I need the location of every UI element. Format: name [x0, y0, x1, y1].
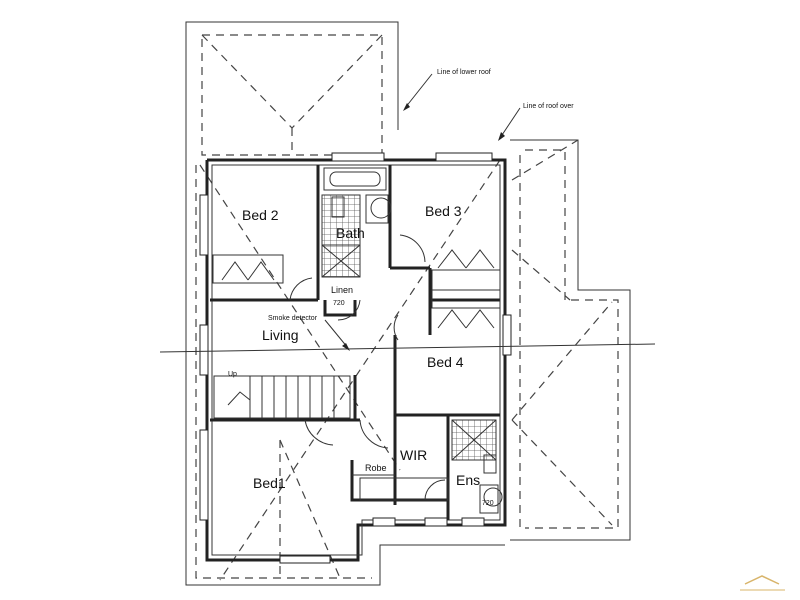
room-label-wir: WIR: [400, 447, 427, 463]
room-label-linen: Linen: [331, 285, 353, 295]
section-line: [159, 343, 656, 353]
roof-over-label: Line of roof over: [523, 103, 574, 110]
room-label-robe: Robe: [365, 463, 387, 473]
ens-dimension: 720: [482, 500, 494, 507]
room-label-bed4: Bed 4: [427, 354, 464, 370]
linen-dimension: 720: [333, 300, 345, 307]
room-label-ens: Ens: [456, 472, 480, 488]
room-label-living: Living: [262, 327, 299, 343]
smoke-detector-label: Smoke detector: [268, 315, 318, 322]
ensuite-fixtures: [451, 419, 503, 514]
windows: [199, 152, 512, 564]
annotation-leaders: [324, 73, 521, 351]
upper-roof-outline: [185, 21, 399, 160]
room-label-bed1: Bed1: [253, 475, 286, 491]
interior-walls: [210, 165, 500, 520]
room-label-bed3: Bed 3: [425, 203, 462, 219]
bath-fixtures: [321, 167, 392, 278]
doors: [289, 234, 446, 501]
lower-roof-label: Line of lower roof: [437, 69, 491, 76]
watermark-logo: [740, 575, 785, 591]
staircase: [213, 375, 351, 419]
stair-up-label: Up: [228, 371, 237, 378]
wardrobes: [212, 249, 501, 501]
room-label-bath: Bath: [336, 225, 365, 241]
right-roof-outline: [510, 139, 631, 541]
room-label-bed2: Bed 2: [242, 207, 279, 223]
